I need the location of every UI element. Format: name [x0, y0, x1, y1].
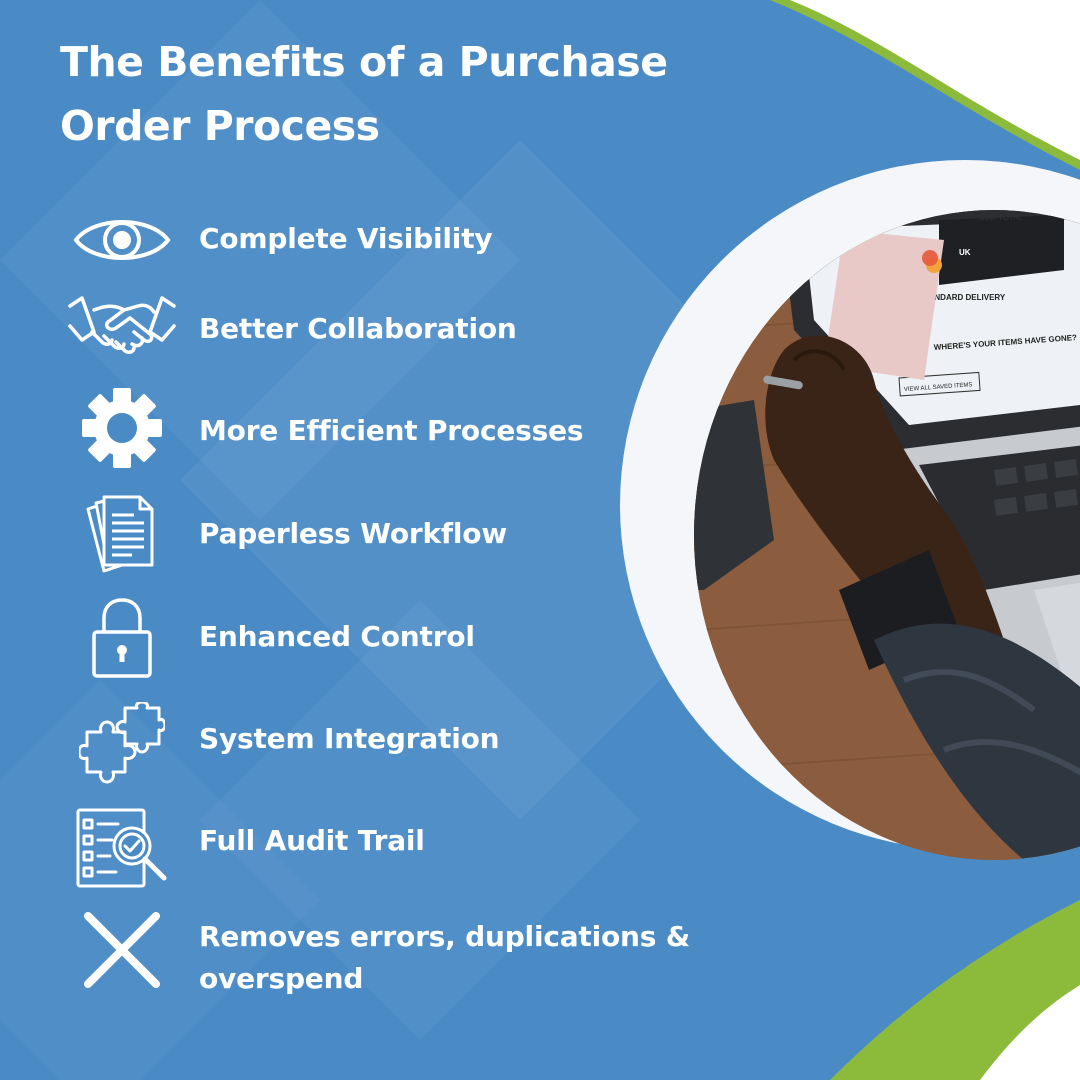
white-arc-top [790, 0, 1080, 160]
benefit-label: Removes errors, duplications & [199, 920, 691, 953]
padlock-icon [64, 596, 180, 680]
benefit-label: More Efficient Processes [199, 414, 584, 447]
white-arc-bottom [980, 985, 1080, 1080]
documents-icon [64, 493, 180, 573]
benefit-label-line2: overspend [199, 962, 364, 995]
benefit-label: Better Collaboration [199, 312, 517, 345]
screen-uk: UK [959, 248, 971, 257]
page-title: The Benefits of a Purchase Order Process [60, 38, 668, 150]
audit-checklist-icon [64, 806, 180, 890]
x-mark-icon [64, 908, 180, 992]
benefit-label: Full Audit Trail [199, 824, 425, 857]
benefit-label: Paperless Workflow [199, 517, 508, 550]
handshake-icon [64, 292, 180, 362]
screen-subtotal: SUB-TOTAL [979, 213, 1024, 222]
benefit-label: System Integration [199, 722, 500, 755]
laptop-payment-photo: SUB-TOTAL UK STANDARD DELIVERY WHERE'S Y… [694, 210, 1080, 860]
screen-delivery: STANDARD DELIVERY [919, 293, 1006, 302]
benefits-list: Complete Visibility Better Collaboration [64, 210, 691, 995]
benefit-label: Complete Visibility [199, 222, 493, 255]
eye-icon [64, 210, 180, 270]
screen-button: VIEW ALL SAVED ITEMS [904, 382, 973, 393]
gear-icon [64, 386, 180, 470]
benefit-label: Enhanced Control [199, 620, 475, 653]
green-arc-bottom [830, 900, 1080, 1080]
puzzle-pieces-icon [64, 702, 180, 784]
